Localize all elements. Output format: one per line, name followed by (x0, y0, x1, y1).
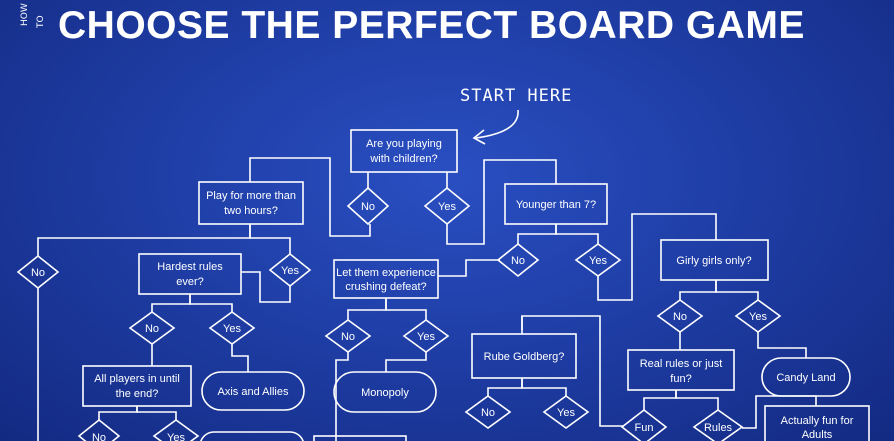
diamond-rube-yes-label: Yes (557, 407, 575, 419)
node-rube-goldberg-label: Rube Goldberg? (484, 351, 565, 363)
outcome-axis-and-allies: Axis and Allies (201, 371, 305, 411)
connectors (37, 157, 817, 441)
diamond-real-rules-fun: Fun (620, 408, 668, 441)
node-two-hours-line1: Play for more than (206, 190, 296, 202)
node-girly-girls: Girly girls only? (660, 239, 769, 281)
diamond-children-yes-label: Yes (438, 201, 456, 213)
node-two-hours: Play for more than two hours? (198, 181, 304, 225)
diamond-girly-yes: Yes (734, 299, 782, 333)
start-arrowhead (472, 129, 486, 145)
diamond-hardest-no: No (128, 311, 176, 345)
node-real-rules-line1: Real rules or just (640, 358, 723, 370)
diamond-younger-yes: Yes (574, 243, 622, 277)
diamond-girly-no: No (656, 299, 704, 333)
diamond-crushing-yes: Yes (402, 319, 450, 353)
diamond-all-players-no: No (77, 418, 121, 441)
node-girly-girls-label: Girly girls only? (676, 255, 751, 267)
node-hardest-rules: Hardest rules ever? (138, 253, 242, 295)
diamond-real-rules-rules: Rules (692, 409, 744, 441)
node-cut-off-1 (200, 431, 304, 441)
outcome-monopoly-label: Monopoly (361, 387, 409, 399)
diamond-two-hours-no-label: No (31, 267, 45, 279)
node-crushing-defeat: Let them experience crushing defeat? (333, 259, 439, 299)
diamond-rube-no-label: No (481, 407, 495, 419)
node-actually-fun-line2: Adults (802, 429, 833, 441)
diamond-all-players-no-label: No (92, 432, 106, 441)
node-actually-fun-line1: Actually fun for (781, 415, 854, 427)
diamond-hardest-yes: Yes (208, 311, 256, 345)
outcome-axis-and-allies-label: Axis and Allies (218, 386, 289, 398)
outcome-candy-land: Candy Land (761, 357, 851, 397)
diamond-girly-yes-label: Yes (749, 311, 767, 323)
node-rube-goldberg: Rube Goldberg? (471, 333, 577, 379)
diamond-younger-no: No (496, 242, 540, 278)
diamond-crushing-yes-label: Yes (417, 331, 435, 343)
page-title: CHOOSE THE PERFECT BOARD GAME (58, 4, 805, 47)
diamond-children-yes: Yes (423, 186, 471, 226)
node-all-players: All players in until the end? (82, 365, 192, 407)
diamond-all-players-yes: Yes (152, 419, 200, 441)
diamond-two-hours-yes-label: Yes (281, 265, 299, 277)
diamond-crushing-no-label: No (341, 331, 355, 343)
node-hardest-rules-line2: ever? (176, 276, 204, 288)
start-here-label: START HERE (460, 86, 573, 106)
node-children: Are you playing with children? (350, 129, 458, 173)
node-all-players-line1: All players in until (94, 373, 180, 385)
node-younger-than-7-label: Younger than 7? (516, 199, 596, 211)
diamond-rube-yes: Yes (542, 395, 590, 429)
diamond-all-players-yes-label: Yes (167, 432, 185, 441)
diamond-two-hours-no: No (16, 254, 60, 290)
node-children-line2: with children? (369, 153, 437, 165)
node-hardest-rules-line1: Hardest rules (157, 261, 223, 273)
start-arrow (475, 109, 519, 139)
diamond-children-no: No (346, 186, 390, 226)
node-real-rules-line2: fun? (670, 373, 691, 385)
diamond-children-no-label: No (361, 201, 375, 213)
diamond-two-hours-yes: Yes (268, 252, 312, 288)
diamond-younger-no-label: No (511, 255, 525, 267)
diamond-real-rules-fun-label: Fun (635, 422, 654, 434)
diamond-real-rules-rules-label: Rules (704, 422, 733, 434)
diamond-girly-no-label: No (673, 311, 687, 323)
diamond-hardest-yes-label: Yes (223, 323, 241, 335)
diamond-hardest-no-label: No (145, 323, 159, 335)
outcome-candy-land-label: Candy Land (776, 372, 835, 384)
diamond-younger-yes-label: Yes (589, 255, 607, 267)
node-cut-off-2 (313, 435, 407, 441)
node-crushing-defeat-line1: Let them experience (336, 267, 436, 279)
node-children-line1: Are you playing (366, 138, 442, 150)
node-younger-than-7: Younger than 7? (504, 183, 608, 225)
diamond-crushing-no: No (324, 319, 372, 353)
node-actually-fun: Actually fun for Adults (764, 405, 870, 441)
diamond-rube-no: No (464, 395, 512, 429)
outcome-monopoly: Monopoly (333, 371, 437, 413)
node-real-rules: Real rules or just fun? (627, 349, 735, 391)
node-crushing-defeat-line2: crushing defeat? (345, 281, 426, 293)
node-two-hours-line2: two hours? (224, 205, 278, 217)
node-all-players-line2: the end? (116, 388, 159, 400)
